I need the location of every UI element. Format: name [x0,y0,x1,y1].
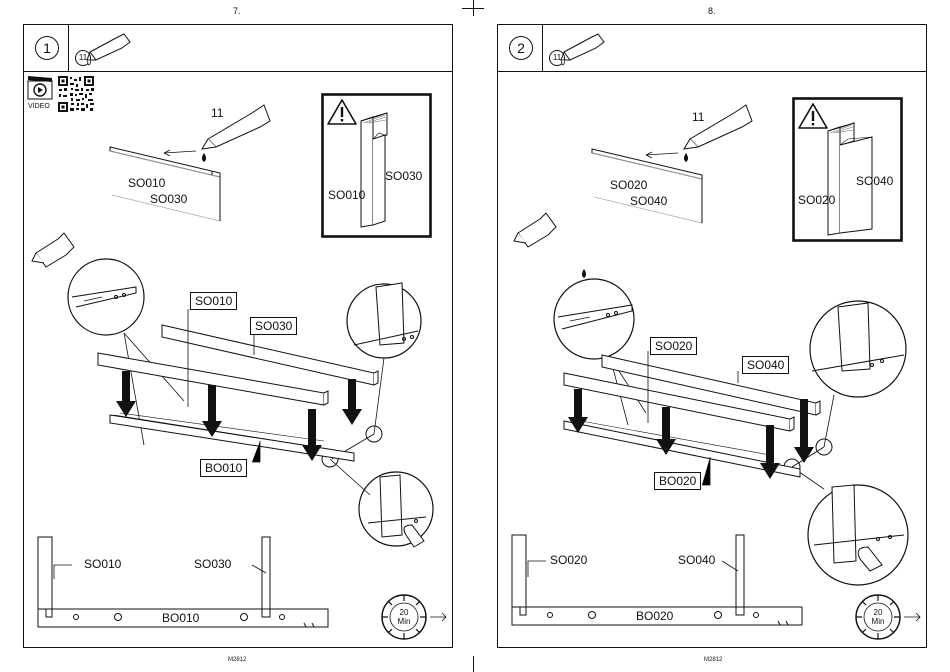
timer-unit: Min [869,618,887,626]
timer-minutes: 20 [869,609,887,617]
timer-minutes: 20 [395,609,413,617]
section-view [24,25,454,649]
page-number: 8. [708,6,716,16]
crop-mark [473,0,474,16]
part-label: SO030 [194,558,231,570]
step-panel: 2 11 11 SO020 SO040 SO020 SO040 [497,24,927,648]
step-panel: 1 11 VIDEO 11 SO010 SO030 [23,24,453,648]
clock-icon [854,593,924,641]
part-label: SO040 [678,554,715,566]
part-label: BO020 [636,610,673,622]
part-label: BO010 [162,612,199,624]
crop-mark [473,656,474,672]
part-label: SO020 [550,554,587,566]
page-number: 7. [233,6,241,16]
timer-unit: Min [395,618,413,626]
part-label: SO010 [84,558,121,570]
footer-code: M2812 [704,657,722,663]
clock-icon [380,593,450,641]
footer-code: M2812 [228,657,246,663]
